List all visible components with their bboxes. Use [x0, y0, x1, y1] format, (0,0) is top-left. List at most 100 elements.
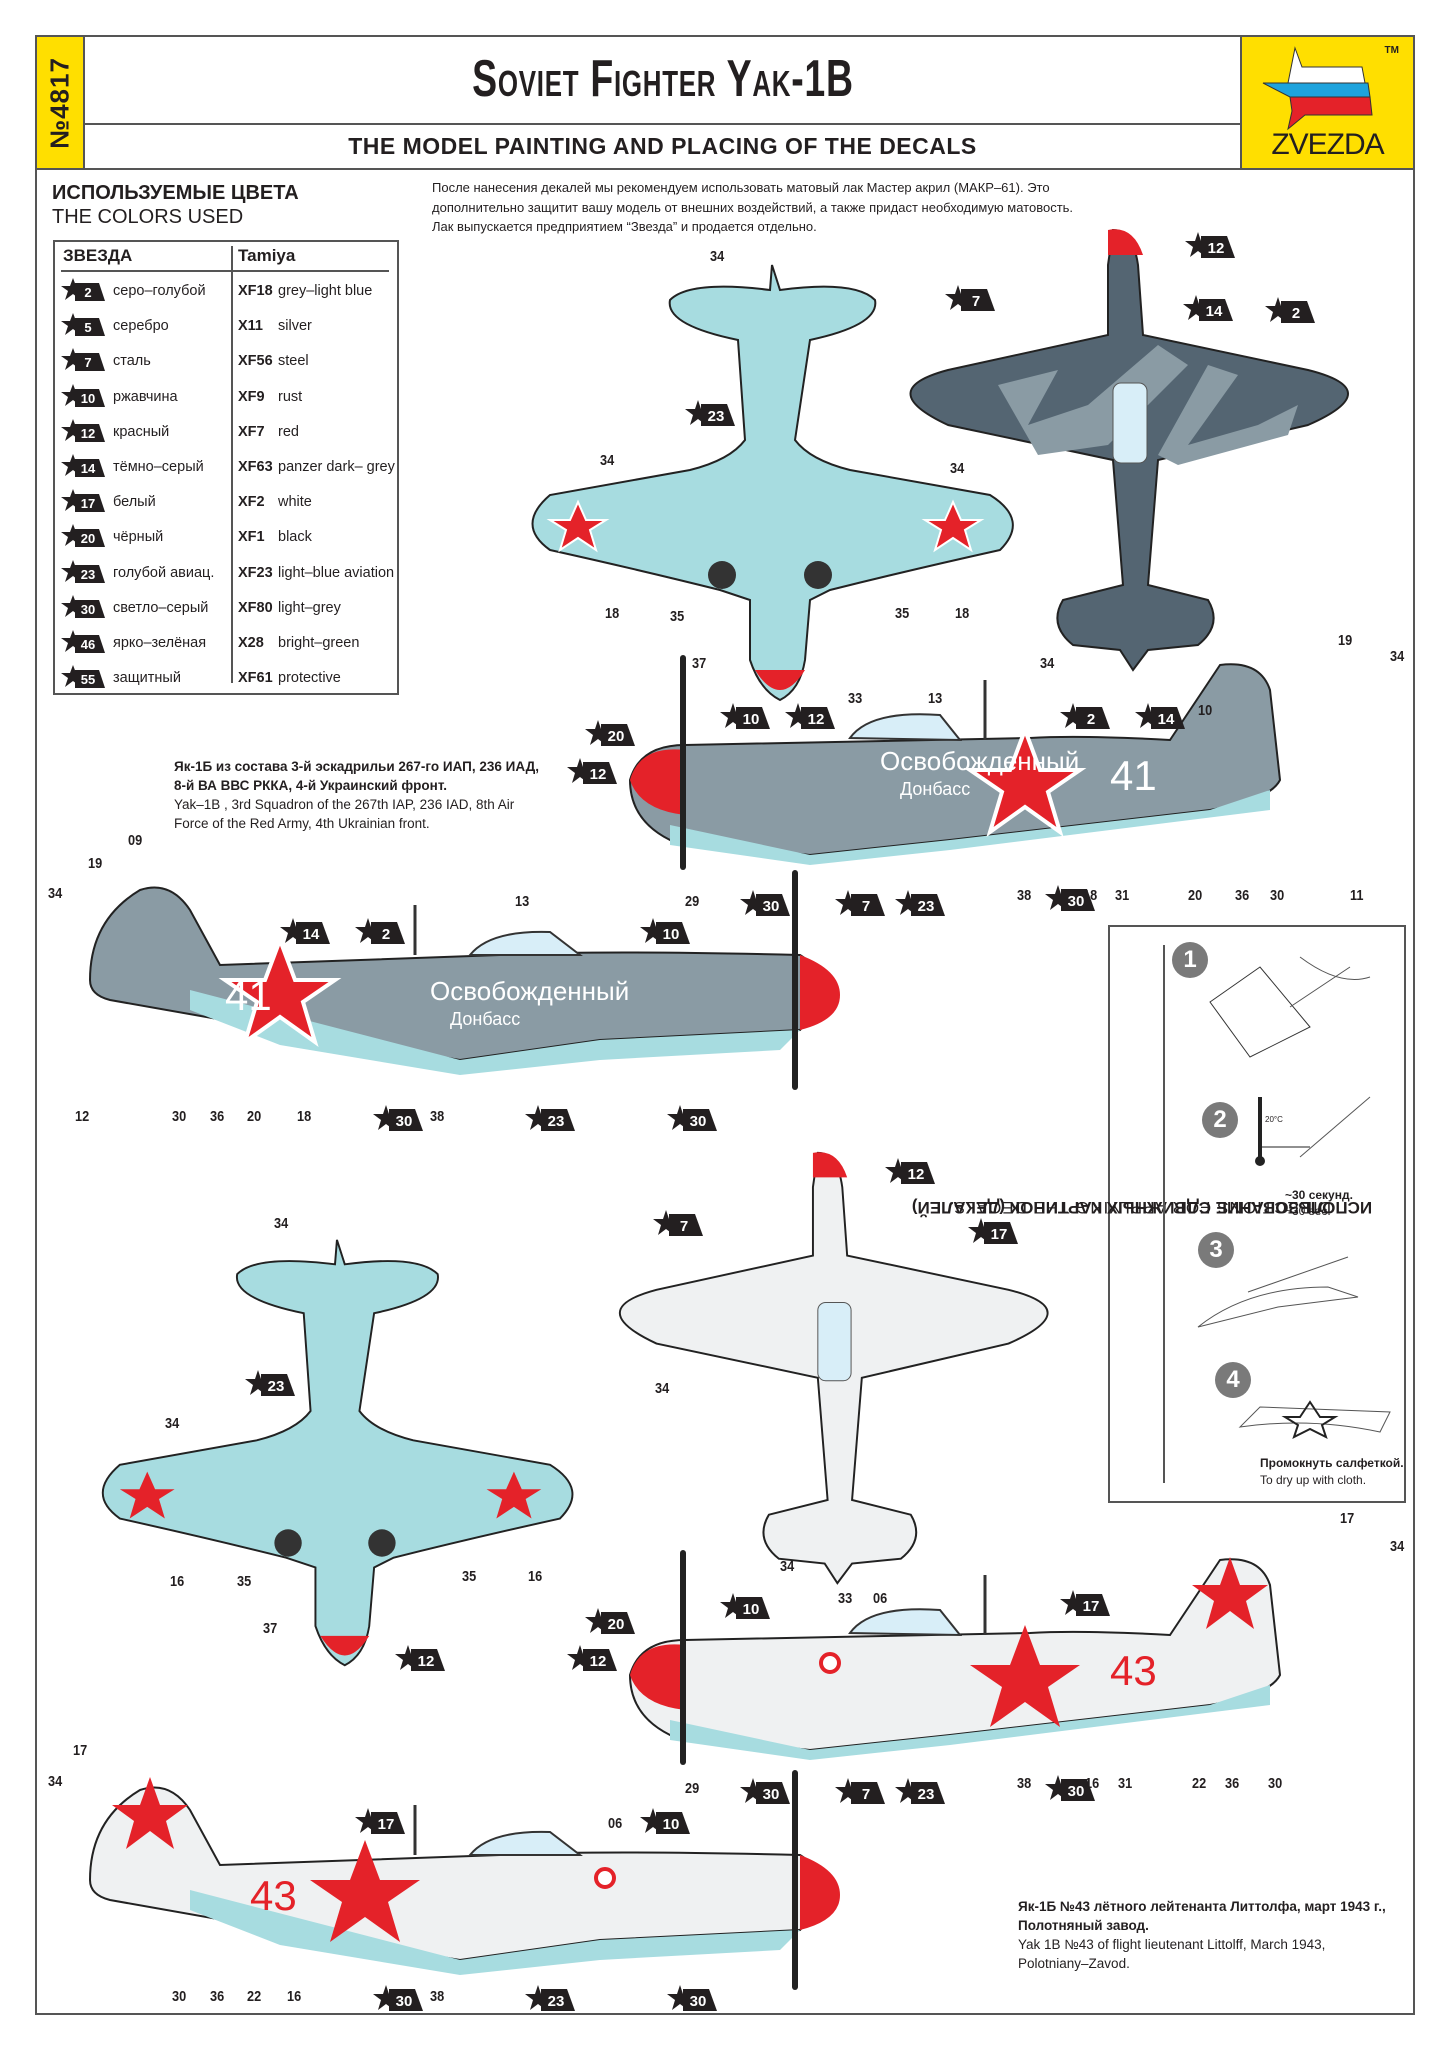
dry-instruction-en: To dry up with cloth. [1260, 1473, 1367, 1487]
color-name-ru: ржавчина [113, 388, 178, 405]
svg-text:12: 12 [1208, 240, 1225, 257]
color-name-en: grey–light blue [278, 283, 373, 299]
decal-number-callout: 35 [462, 1568, 477, 1585]
tamiya-code: XF7 [238, 423, 265, 440]
decal-number-callout: 34 [274, 1215, 289, 1232]
tamiya-code: XF18 [238, 283, 273, 299]
varnish-note: После нанесения декалей мы рекомендуем и… [432, 178, 1112, 237]
propeller [792, 870, 798, 1090]
decal-number-callout: 34 [600, 452, 615, 469]
slogan-text: Донбасс [450, 1009, 520, 1029]
slide-decal-illustration [1197, 1256, 1359, 1328]
scheme-2-top-view [618, 1151, 1049, 1585]
caption-ru: Полотняный завод. [1018, 1918, 1149, 1933]
color-name-ru: голубой авиац. [113, 564, 215, 581]
paint-number: 17 [81, 496, 95, 511]
paint-callout-badge: 30 [667, 1105, 717, 1131]
side-number: 41 [1110, 752, 1157, 799]
paint-badge-icon: 10 [61, 383, 105, 407]
svg-text:23: 23 [918, 1786, 935, 1803]
fuselage [88, 1786, 827, 1962]
svg-text:23: 23 [268, 1378, 285, 1395]
paint-callout-badge: 23 [895, 890, 945, 916]
svg-text:12: 12 [808, 711, 825, 728]
svg-text:23: 23 [548, 1993, 565, 2010]
paint-callout-badge: 12 [567, 758, 617, 784]
french-roundel [819, 1652, 841, 1674]
soak-time-en: ~30 sec. [1285, 1204, 1331, 1218]
decal-number-callout: 20 [1188, 887, 1203, 904]
scheme-2-left-profile: 43 [88, 1770, 840, 1990]
wheel [804, 561, 832, 589]
paint-callout-badge: 10 [720, 1593, 770, 1619]
paint-callout-badge: 7 [835, 890, 885, 916]
side-number: 43 [250, 1872, 297, 1919]
paint-callout-badge: 10 [640, 918, 690, 944]
decal-number-callout: 36 [210, 1108, 225, 1125]
paint-callout-badge: 17 [968, 1218, 1018, 1244]
decal-number-callout: 06 [873, 1590, 888, 1607]
spinner [800, 955, 840, 1030]
decal-directions-panel: ИСПОЛЬЗОВАНИЕ СДВИЖНЫХ КАРТИНОК (ДЕКАЛЕЙ… [912, 925, 1406, 1503]
svg-text:10: 10 [663, 926, 680, 943]
decal-number-callout: 34 [165, 1415, 180, 1432]
decal-number-callout: 17 [1340, 1510, 1355, 1527]
spinner [630, 1644, 685, 1710]
decal-number-callout: 36 [1225, 1775, 1240, 1792]
canopy [817, 1302, 852, 1382]
svg-text:10: 10 [743, 1601, 760, 1618]
svg-text:30: 30 [763, 1786, 780, 1803]
col-header-tamiya: Tamiya [238, 246, 296, 265]
paint-badge-icon: 14 [61, 454, 105, 477]
page-title: Soviet Fighter Yak-1B [471, 50, 854, 108]
paint-number: 14 [81, 461, 96, 476]
decal-number-callout: 30 [172, 1988, 187, 2005]
paint-callout-badge: 17 [355, 1808, 405, 1834]
paint-callout-badge: 12 [567, 1645, 617, 1671]
decal-number-callout: 31 [1115, 887, 1130, 904]
spinner [755, 670, 805, 690]
decal-number-callout: 34 [780, 1558, 795, 1575]
svg-text:2: 2 [1087, 711, 1095, 728]
color-name-ru: серебро [113, 318, 169, 335]
color-name-en: black [278, 529, 312, 546]
french-roundel [594, 1867, 616, 1889]
soak-time-ru: ~30 секунд. [1285, 1188, 1353, 1202]
decal-number-callout: 19 [88, 855, 103, 872]
decal-number-callout: 38 [1017, 1775, 1032, 1792]
decal-number-callout: 34 [1390, 648, 1405, 665]
scheme-1-caption: Як-1Б из состава 3-й эскадрильи 267-го И… [174, 757, 574, 833]
svg-text:12: 12 [590, 766, 607, 783]
divider [1163, 945, 1165, 1483]
paint-badge-icon: 2 [61, 278, 105, 301]
caption-ru: 8-й ВА ВВС РККА, 4-й Украинский фронт. [174, 778, 447, 793]
svg-text:10: 10 [743, 711, 760, 728]
paint-callout-badge: 14 [1183, 295, 1233, 321]
svg-text:2: 2 [382, 926, 390, 943]
paint-callout-badge: 23 [685, 400, 735, 426]
paint-number: 12 [81, 426, 95, 441]
svg-text:30: 30 [690, 1993, 707, 2010]
soak-decal-illustration [1255, 1096, 1371, 1166]
paint-callout-badge: 23 [525, 1105, 575, 1131]
wheel [368, 1529, 396, 1557]
brand-name: ZVEZDA [1271, 128, 1384, 161]
color-name-ru: тёмно–серый [113, 459, 204, 475]
paint-callout-badge: 14 [1135, 703, 1185, 729]
paint-number: 55 [81, 672, 95, 687]
tamiya-code: XF2 [238, 494, 265, 511]
paint-callout-badge: 23 [245, 1370, 295, 1396]
paint-number: 30 [81, 602, 95, 617]
svg-text:7: 7 [862, 898, 870, 915]
paint-callout-badge: 30 [373, 1105, 423, 1131]
svg-text:7: 7 [680, 1218, 688, 1235]
decal-number-callout: 30 [172, 1108, 187, 1125]
aircraft-underside [102, 1239, 574, 1667]
decal-number-callout: 38 [1017, 887, 1032, 904]
decal-number-callout: 16 [528, 1568, 543, 1585]
color-name-ru: сталь [113, 353, 151, 370]
svg-text:12: 12 [418, 1653, 435, 1670]
zvezda-logo: TM ZVEZDA [1240, 35, 1415, 170]
